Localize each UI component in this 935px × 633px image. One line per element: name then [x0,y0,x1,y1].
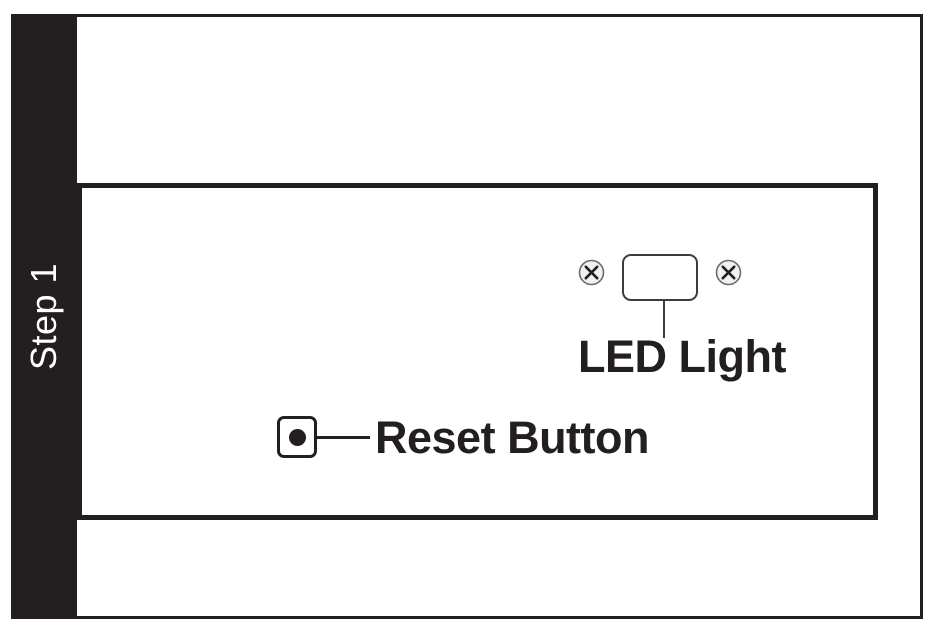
device-panel [77,183,878,520]
screw-cross-icon [715,259,742,286]
led-housing-icon [622,254,698,301]
reset-leader-line [317,435,370,439]
reset-button-icon [277,416,317,458]
reset-button-callout: Reset Button [277,411,650,463]
reset-button-dot [288,428,306,446]
step-label: Step 1 [23,262,64,371]
led-light-label: LED Light [578,331,786,382]
reset-button-label: Reset Button [375,411,650,463]
step-band: Step 1 [11,14,77,619]
led-assembly [578,250,758,305]
led-leader-line [663,300,665,338]
screw-cross-icon [578,259,605,286]
